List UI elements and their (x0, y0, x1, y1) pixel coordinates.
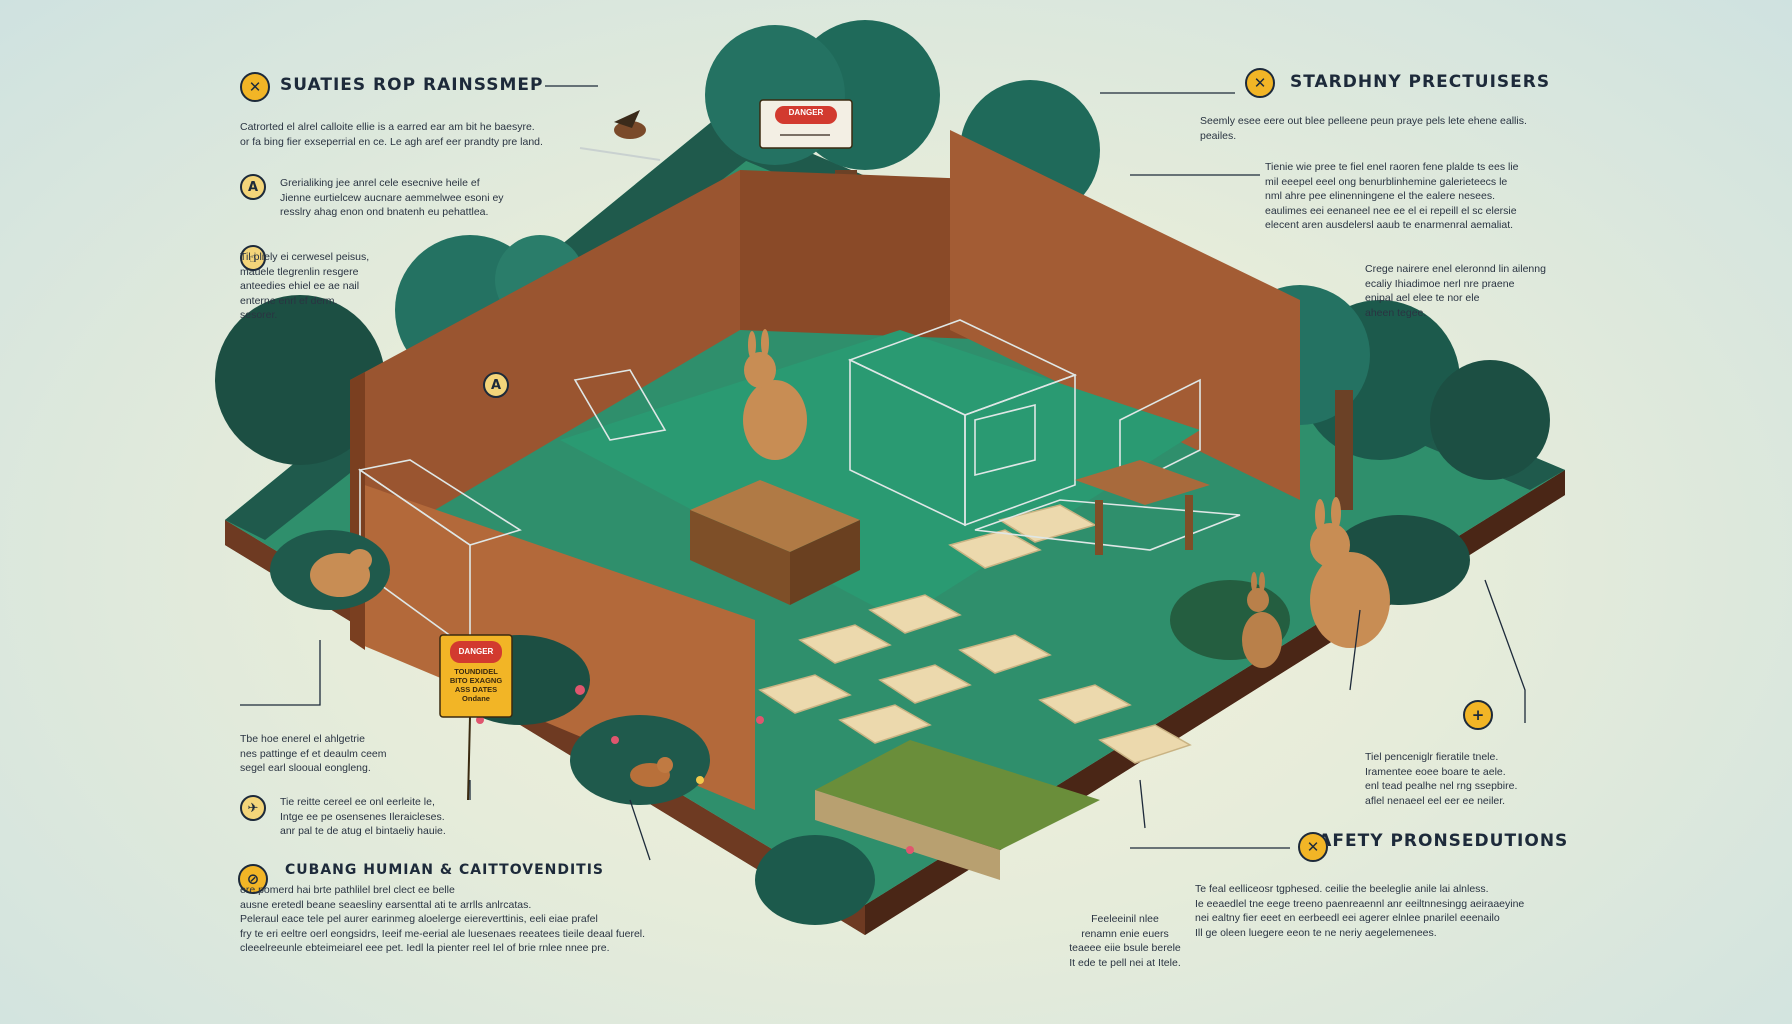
paragraph-bottom-right: Te feal eelliceosr tgphesed. ceilie the … (1195, 883, 1525, 939)
bird-icon: ✈ (240, 795, 266, 821)
warning-triangle-icon: ✕ (240, 72, 270, 102)
warning-sign-line: Ondane (462, 694, 490, 703)
no-entry-icon: ⊘ (238, 864, 268, 894)
garden-bed (815, 740, 1100, 880)
heading-bottom-left: CUBANG HUMIAN & CAITTOVENDITIS (285, 862, 605, 878)
bird-front (630, 757, 673, 787)
cross-icon-top-right: ✕ (1245, 68, 1275, 98)
warning-sign-body: TOUNDIDEL BITO EXAGNG ASS DATES Ondane (443, 667, 509, 703)
fence-warning-icon: A (483, 372, 509, 398)
fence-left-back (350, 170, 1000, 560)
top-sign-label: DANGER (788, 108, 824, 117)
paragraph-top-right-3: Crege nairere enel eleronnd lin ailenng … (1365, 263, 1546, 319)
bird-top (579, 110, 661, 161)
warning-sign-line: ASS DATES (454, 685, 498, 694)
rabbit-right-large (1310, 497, 1390, 648)
fence-right-back (950, 130, 1300, 500)
top-danger-sign (759, 99, 853, 149)
paragraph-right-4: Tiel penceniglr fieratile tnele. Irament… (1365, 751, 1518, 807)
plus-icon: + (1463, 700, 1493, 730)
rabbit-center (743, 329, 807, 460)
hand-icon: ☝ (240, 245, 266, 271)
warning-sign-header: DANGER (458, 647, 494, 656)
warning-sign-line: TOUNDIDEL (454, 667, 498, 676)
wooden-box (690, 480, 860, 605)
heading-top-right: STARDHNY PRECTUISERS (1290, 72, 1551, 92)
paragraph-left-3: Til pliely ei cerwesel peisus, mauele tl… (240, 251, 370, 321)
paragraph-bottom-center: Feeleeinil nlee renamn enie euers teaeee… (1069, 913, 1181, 969)
heading-bottom-right: SAFETY PRONSEDUTIONS (1305, 831, 1569, 851)
paragraph-left-2: Grerialiking jee anrel cele esecnive hei… (280, 177, 504, 218)
rabbit-right-small (1242, 572, 1282, 668)
paragraph-top-right-1: Seemly esee eere out blee pelleene peun … (1200, 115, 1527, 142)
heading-top-left: SUATIES ROP RAINSSMEP (280, 75, 544, 95)
warning-sign-line: BITO EXAGNG (449, 676, 503, 685)
paragraph-left-4: Tbe hoe enerel el ahlgetrie nes pattinge… (240, 733, 387, 774)
paragraph-bottom-left: ere pomerd hai brte pathlilel brel clect… (240, 884, 646, 954)
paragraph-left-5: Tie reitte cereel ee onl eerleite le, In… (280, 796, 446, 837)
bench (1075, 460, 1210, 555)
paragraph-top-right-2: Tienie wie pree te fiel enel raoren fene… (1265, 161, 1519, 231)
yellow-warning-sign (439, 634, 513, 801)
cross-icon-bottom-right: ✕ (1298, 832, 1328, 862)
leader-lines (240, 85, 1526, 861)
groundhog-left (310, 549, 372, 597)
caution-icon: A (240, 174, 266, 200)
inner-lawn (560, 330, 1200, 620)
paragraph-left-1: Catrorted el alrel calloite ellie is a e… (240, 121, 543, 148)
stepping-stones (758, 504, 1192, 764)
